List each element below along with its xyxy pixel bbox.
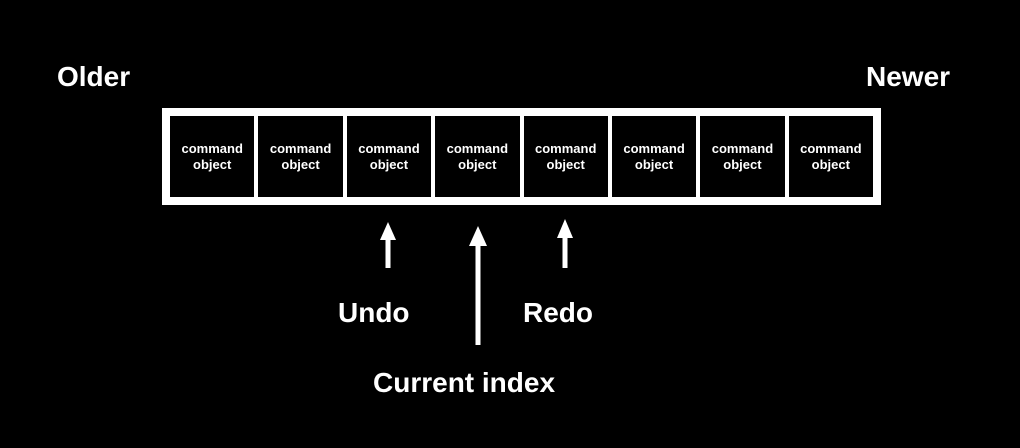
- cell-line2: object: [811, 156, 850, 172]
- undo-arrow-icon: [380, 222, 396, 268]
- cell-line2: object: [193, 156, 232, 172]
- cell-line1: command: [269, 140, 332, 156]
- command-object-cell-1: command object: [170, 116, 255, 197]
- command-object-cell-2: command object: [258, 116, 343, 197]
- cell-line1: command: [800, 140, 862, 156]
- current-index-label: Current index: [373, 367, 556, 398]
- cell-line2: object: [546, 156, 585, 172]
- older-label: Older: [57, 61, 131, 92]
- cell-line2: object: [634, 156, 674, 172]
- cell-line1: command: [446, 140, 509, 156]
- redo-arrow-icon: [557, 219, 573, 268]
- redo-label: Redo: [523, 297, 593, 328]
- cell-line2: object: [723, 156, 762, 172]
- command-object-cell-6: command object: [611, 116, 697, 197]
- command-object-cell-8: command object: [788, 116, 873, 197]
- command-object-cell-7: command object: [700, 116, 785, 197]
- undo-label: Undo: [338, 297, 410, 328]
- command-history-stack: command object command object command ob…: [162, 108, 881, 205]
- cell-line2: object: [369, 156, 409, 172]
- cell-line2: object: [458, 156, 497, 172]
- newer-label: Newer: [866, 61, 951, 92]
- command-object-cell-3: command object: [346, 116, 432, 197]
- cell-line2: object: [281, 156, 320, 172]
- cell-line1: command: [534, 140, 597, 156]
- cell-line1: command: [181, 140, 243, 156]
- cell-line1: command: [711, 140, 774, 156]
- command-object-cell-5: command object: [523, 116, 608, 197]
- current-index-arrow-icon: [469, 226, 487, 345]
- cell-line1: command: [623, 140, 685, 156]
- cell-line1: command: [358, 140, 420, 156]
- command-object-cell-4: command object: [435, 116, 520, 197]
